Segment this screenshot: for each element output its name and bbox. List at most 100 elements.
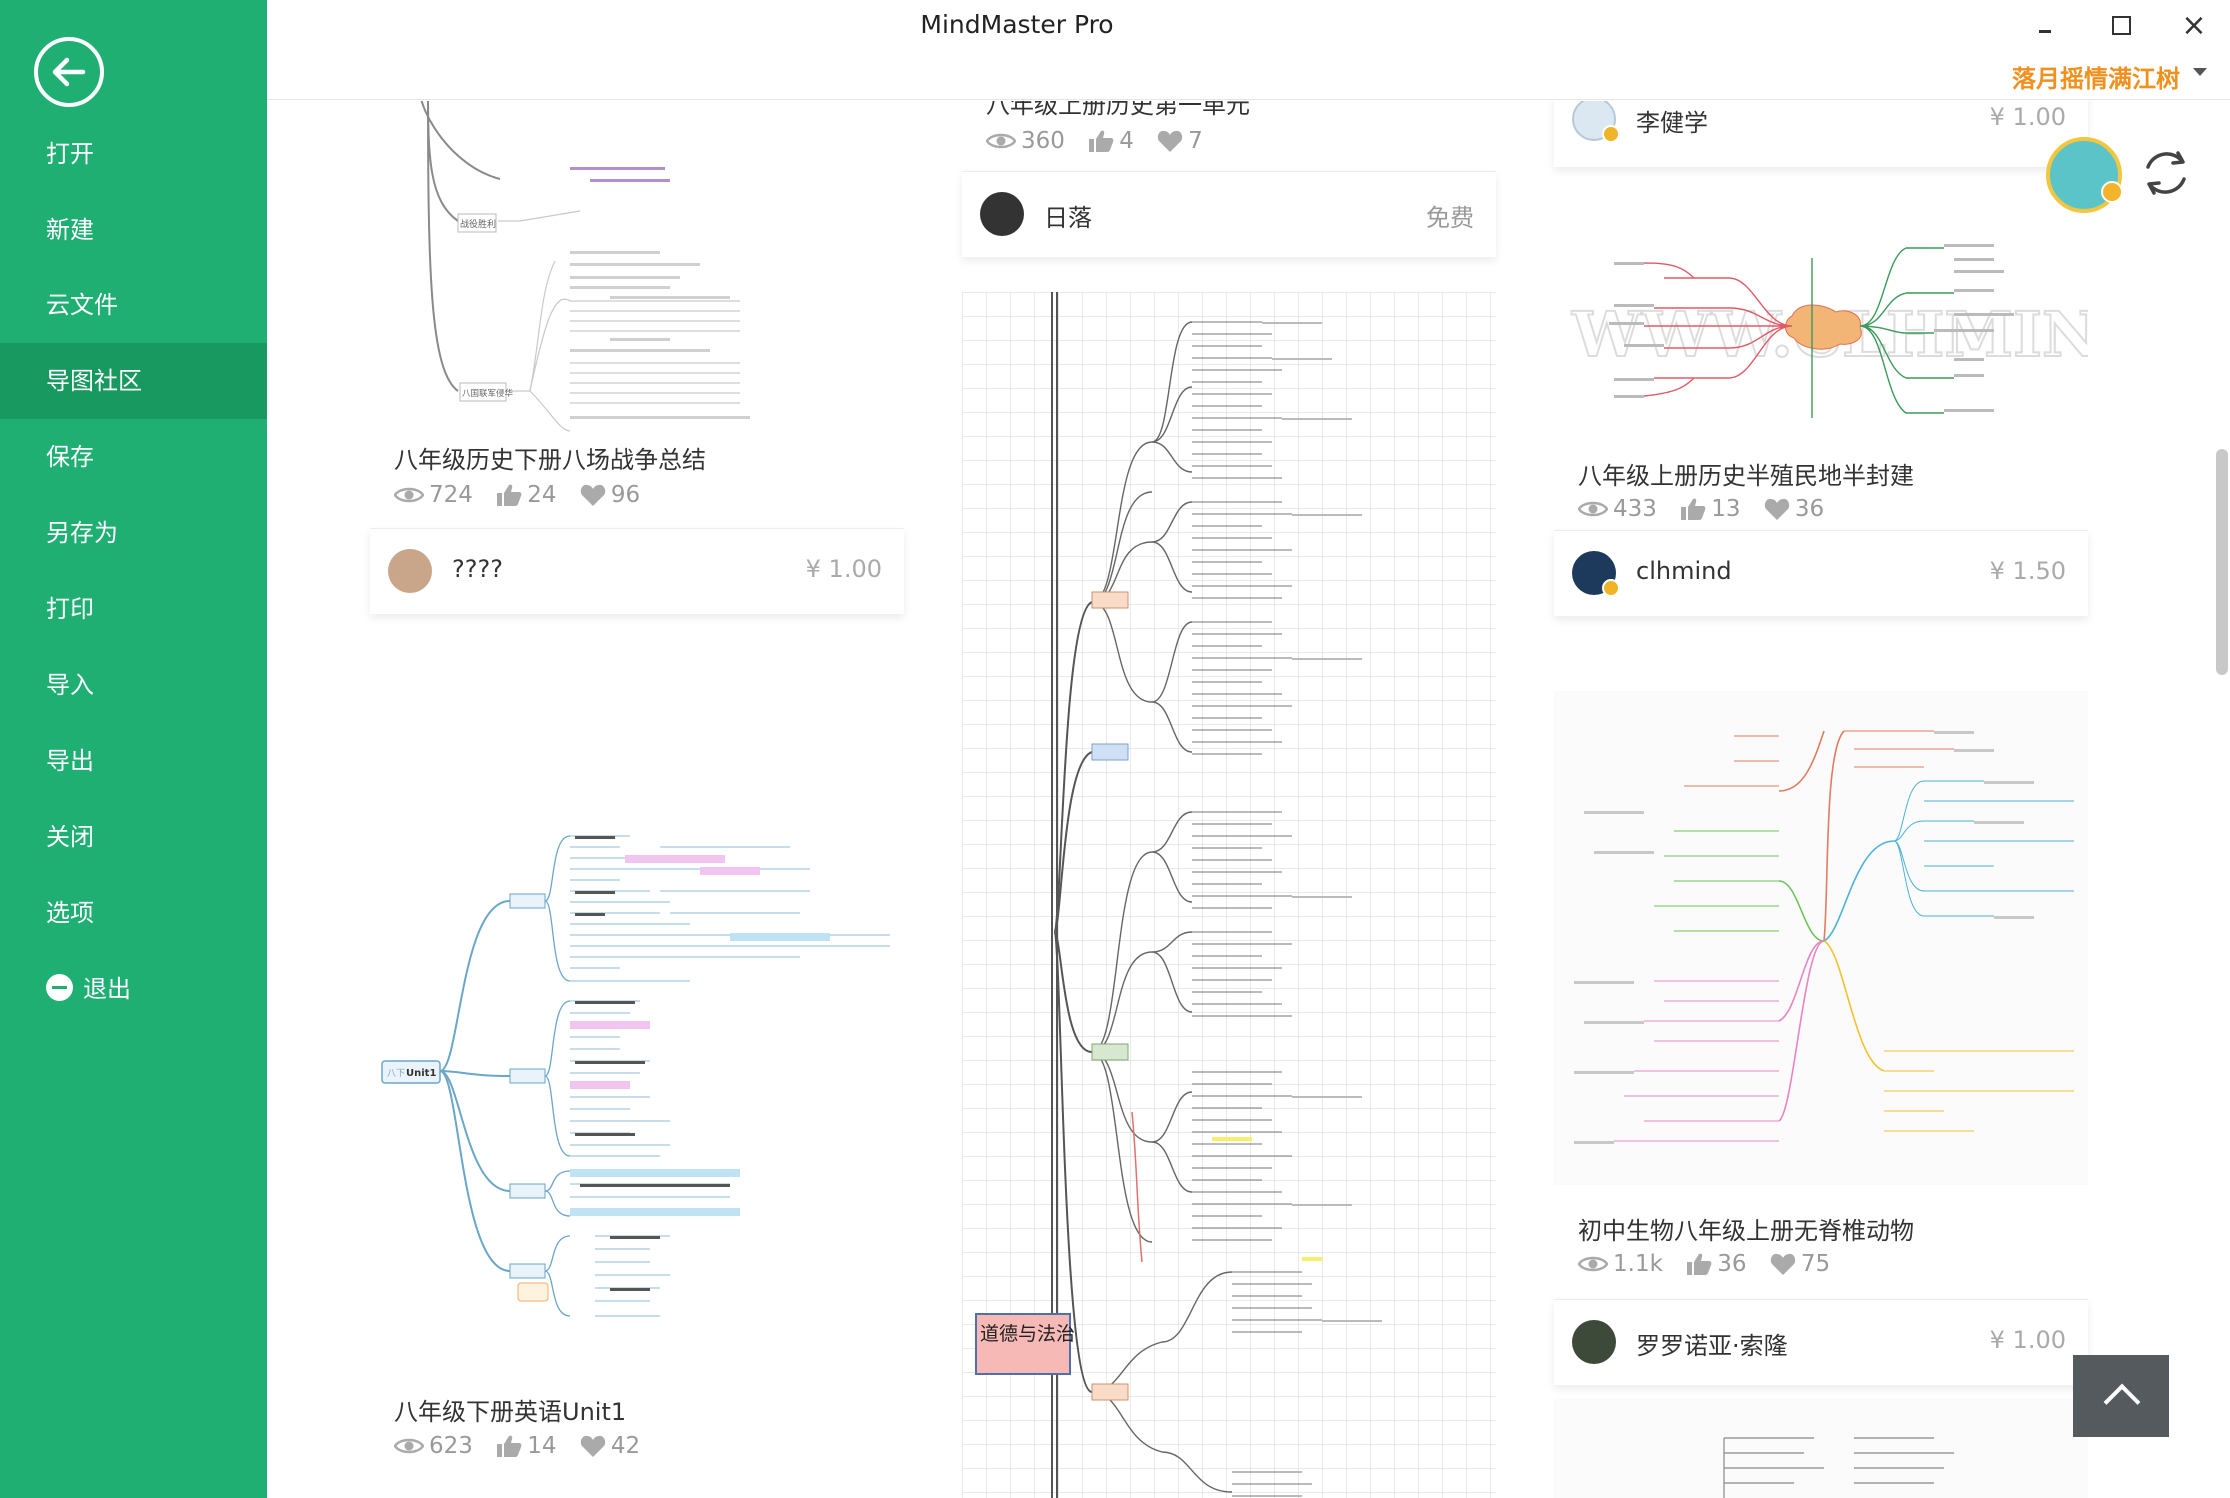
favorite-count[interactable]: 36 [1764,496,1824,522]
map-card[interactable]: 李健学 ¥ 1.00 [1554,101,2088,181]
back-to-top-button[interactable] [2073,1355,2169,1437]
view-count: 1.1k [1578,1251,1663,1277]
map-card[interactable]: 道德与法治 [962,292,1496,1498]
verified-badge [1602,579,1620,597]
sidebar-item-label: 打印 [46,595,94,623]
favorite-count[interactable]: 7 [1157,128,1203,154]
eye-icon [394,485,424,505]
sidebar-item-save[interactable]: 保存 [0,419,267,495]
thumb-node-text: 八国联军侵华 [462,388,514,399]
verified-badge [1602,125,1620,143]
map-card[interactable]: 八下 Unit1 八年级下册英语Unit1 623 14 42 [370,651,904,1498]
sidebar-item-exit[interactable]: 退出 [0,951,267,1027]
eye-icon [986,131,1016,151]
author-name[interactable]: ???? [452,555,503,583]
card-stats: 1.1k 36 75 [1578,1250,1846,1277]
favorite-count[interactable]: 75 [1770,1251,1830,1277]
like-count[interactable]: 13 [1680,496,1741,522]
exit-icon [46,974,73,1001]
refresh-icon[interactable] [2138,145,2194,201]
card-title[interactable]: 初中生物八年级上册无脊椎动物 [1578,1217,1914,1245]
author-row[interactable]: clhmind ¥ 1.50 [1554,530,2088,616]
author-name[interactable]: clhmind [1636,557,1732,585]
author-name[interactable]: 李健学 [1636,109,1708,137]
map-thumbnail[interactable]: WWW.CLHMIND [1554,218,2088,430]
map-thumbnail[interactable]: 八下 Unit1 [370,651,904,1391]
view-count: 623 [394,1433,473,1459]
avatar[interactable] [1572,1320,1616,1364]
sidebar-item-export[interactable]: 导出 [0,723,267,799]
sidebar-item-open[interactable]: 打开 [0,116,267,192]
minimize-icon[interactable] [2019,6,2073,46]
favorite-count[interactable]: 42 [580,1433,640,1459]
map-card[interactable] [1554,1398,2088,1498]
price-label: ¥ 1.50 [1989,557,2066,585]
eye-icon [1578,499,1608,519]
mindmap-preview [1723,1437,1954,1498]
thumb-up-icon [1088,129,1114,153]
view-count: 724 [394,482,473,508]
mindmap-preview: 八下 Unit1 [381,835,890,1317]
card-title[interactable]: 八年级下册英语Unit1 [394,1398,627,1426]
like-count[interactable]: 4 [1088,128,1134,154]
price-label: 免费 [1426,204,1474,232]
eye-icon [394,1436,424,1456]
back-arrow-icon [52,57,86,87]
sidebar-item-label: 导图社区 [46,367,142,395]
back-button[interactable] [34,37,104,107]
author-name[interactable]: 日落 [1044,204,1092,232]
map-thumbnail[interactable]: 战役胜利 八国联军侵华 [370,101,904,436]
sidebar-item-cloud-files[interactable]: 云文件 [0,267,267,343]
mindmap-preview: WWW.CLHMIND [1570,244,2088,418]
map-card[interactable]: 初中生物八年级上册无脊椎动物 1.1k 36 75 罗罗诺亚·索隆 ¥ 1.00 [1554,691,2088,1483]
like-count[interactable]: 24 [496,482,557,508]
sidebar-item-community[interactable]: 导图社区 [0,343,267,419]
sidebar-item-options[interactable]: 选项 [0,875,267,951]
map-thumbnail[interactable] [1554,691,2088,1185]
author-row[interactable]: 李健学 ¥ 1.00 [1554,101,2088,167]
sidebar-item-label: 云文件 [46,291,118,319]
sidebar-item-label: 关闭 [46,823,94,851]
sidebar-item-label: 退出 [83,975,131,1003]
card-stats: 360 4 7 [986,127,1219,154]
view-count: 360 [986,128,1065,154]
price-label: ¥ 1.00 [1989,1326,2066,1354]
sidebar-item-save-as[interactable]: 另存为 [0,495,267,571]
author-row[interactable]: ???? ¥ 1.00 [370,528,904,614]
caret-down-icon[interactable] [2193,68,2207,76]
sidebar-item-label: 导入 [46,671,94,699]
close-icon[interactable]: × [2181,8,2207,43]
map-card[interactable]: WWW.CLHMIND [1554,218,2088,682]
heart-icon [1764,497,1790,521]
author-row[interactable]: 日落 免费 [962,171,1496,257]
card-title[interactable]: 八年级历史下册八场战争总结 [394,446,706,474]
author-name[interactable]: 罗罗诺亚·索隆 [1636,1332,1788,1360]
sidebar-item-import[interactable]: 导入 [0,647,267,723]
like-count[interactable]: 36 [1686,1251,1747,1277]
thumb-up-icon [1686,1252,1712,1276]
heart-icon [580,483,606,507]
price-label: ¥ 1.00 [1989,103,2066,131]
avatar[interactable] [388,549,432,593]
maximize-icon[interactable] [2094,6,2148,46]
favorite-count[interactable]: 96 [580,482,640,508]
map-card[interactable]: 八年级上册历史第一单元 360 4 7 日落 免费 [962,101,1496,275]
like-count[interactable]: 14 [496,1433,557,1459]
avatar[interactable] [980,192,1024,236]
user-name[interactable]: 落月摇情满江树 [2012,65,2180,93]
mindmap-preview [1574,730,2074,1144]
author-row[interactable]: 罗罗诺亚·索隆 ¥ 1.00 [1554,1299,2088,1385]
card-title[interactable]: 八年级上册历史第一单元 [986,101,1250,119]
thumb-root-node: 道德与法治 [980,1323,1075,1345]
scrollbar[interactable] [2216,449,2228,675]
map-thumbnail[interactable]: 道德与法治 [962,292,1496,1498]
sidebar-item-new[interactable]: 新建 [0,192,267,268]
sidebar-item-print[interactable]: 打印 [0,571,267,647]
thumb-up-icon [1680,497,1706,521]
card-title[interactable]: 八年级上册历史半殖民地半封建 [1578,462,1914,490]
sidebar-item-close[interactable]: 关闭 [0,799,267,875]
map-card[interactable]: 战役胜利 八国联军侵华 八年级历史下册八场战争总结 [370,101,904,619]
thumb-node-text: 战役胜利 [460,218,496,230]
mindmap-preview: 道德与法治 [975,292,1382,1498]
